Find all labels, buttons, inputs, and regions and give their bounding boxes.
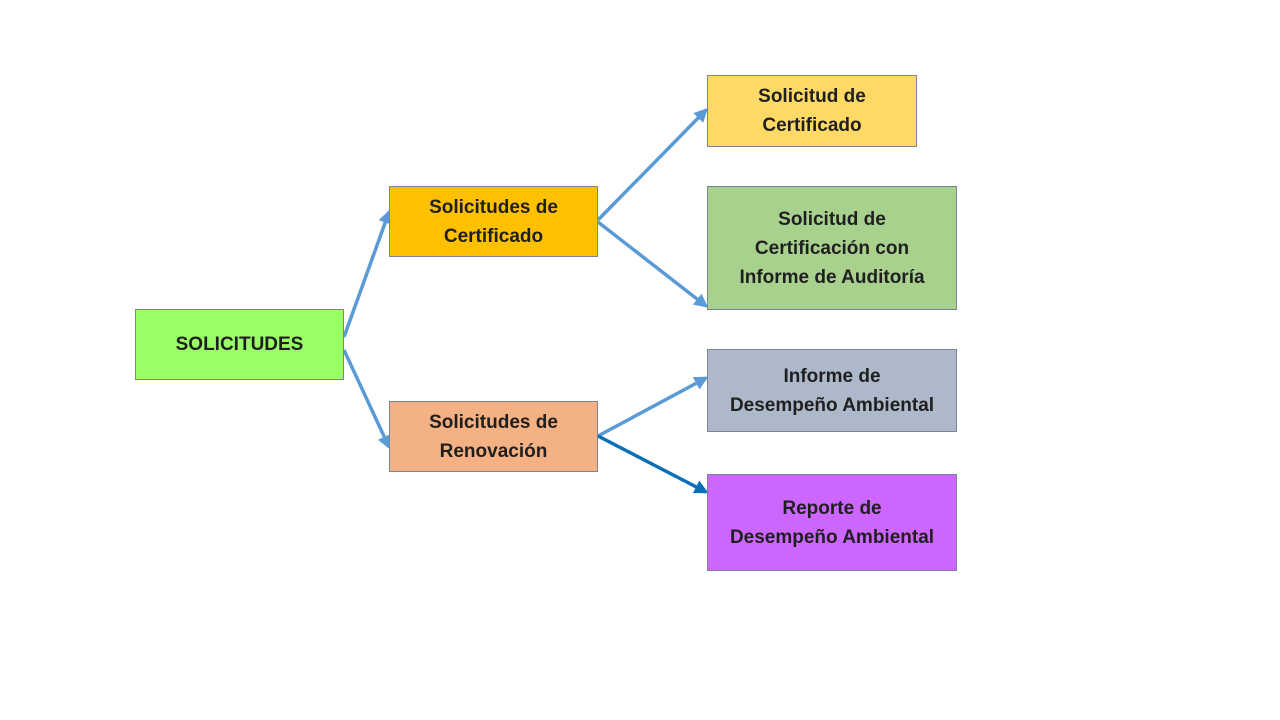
node-solicitud-certificacion-auditoria: Solicitud de Certificación con Informe d… [707,186,957,310]
edge-root-to-renovacion [342,349,391,450]
node-solicitudes-de-certificado: Solicitudes de Certificado [389,186,598,257]
node-solicitud-de-certificado: Solicitud de Certificado [707,75,917,147]
edge-root-to-certificado [342,209,392,338]
node-solicitudes: SOLICITUDES [135,309,344,380]
edge-certificado-to-solicitud [596,108,708,222]
edge-renovacion-to-informe [597,376,709,438]
node-informe-desempeno-ambiental: Informe de Desempeño Ambiental [707,349,957,432]
edge-certificado-to-auditoria [596,220,709,308]
edge-renovacion-to-reporte [597,434,709,494]
node-solicitudes-de-renovacion: Solicitudes de Renovación [389,401,598,472]
node-reporte-desempeno-ambiental: Reporte de Desempeño Ambiental [707,474,957,571]
